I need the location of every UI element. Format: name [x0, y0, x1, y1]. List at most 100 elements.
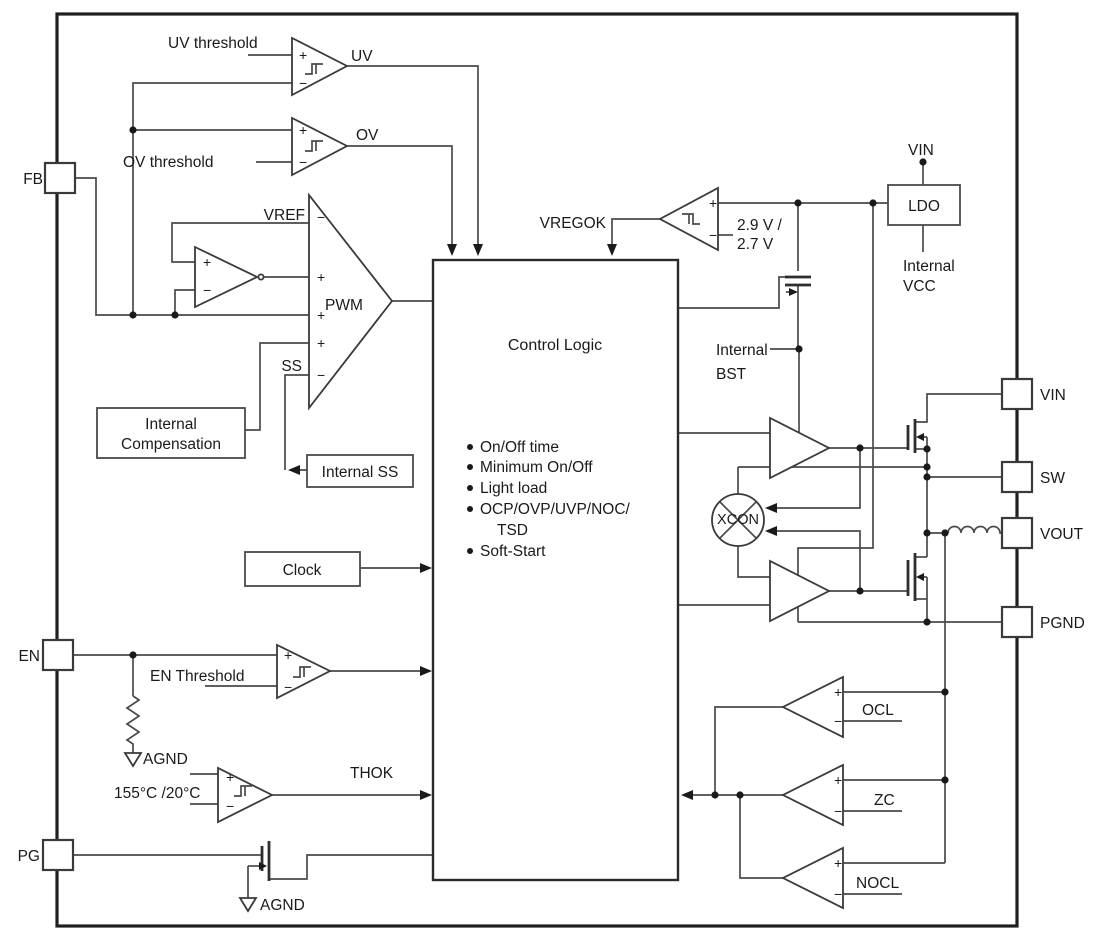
bst-switch-mosfet [785, 275, 811, 296]
feature-item: Light load [480, 480, 547, 497]
control-logic-title: Control Logic [508, 337, 602, 354]
minus-sign: − [709, 227, 717, 243]
internal-compensation-block: Internal Compensation [96, 407, 246, 459]
minus-sign: − [834, 803, 842, 819]
hysteresis-icon [305, 140, 323, 152]
internal-bst-line2: BST [716, 366, 747, 383]
clock-block: Clock [244, 551, 361, 587]
hysteresis-icon [293, 666, 311, 678]
vin-pin: VIN [1000, 377, 1066, 411]
internal-bst-line1: Internal [716, 342, 768, 359]
ov-comparator: + − [291, 116, 349, 177]
feature-item: Soft-Start [480, 543, 546, 560]
thok-label: THOK [350, 765, 394, 782]
vregok-label: VREGOK [540, 215, 607, 232]
pg-mosfet [259, 841, 271, 881]
thermal-threshold-label: 155°C /20°C [114, 785, 201, 802]
pwm-comparator: − + + + − PWM [308, 192, 394, 411]
ocl-label: OCL [862, 702, 894, 719]
hysteresis-icon [234, 785, 252, 797]
hysteresis-icon [682, 213, 700, 225]
sw-pin: SW [1000, 460, 1065, 494]
xcon-label: XCON [717, 512, 759, 528]
plus-sign: + [317, 307, 325, 323]
internal-vcc-line2: VCC [903, 278, 936, 295]
body-arrow-icon [916, 433, 924, 441]
minus-sign: − [226, 798, 234, 814]
agnd-symbol-pg [238, 897, 258, 913]
ocl-comparator: + − [780, 675, 844, 739]
ldo-block: LDO [887, 184, 961, 226]
vref-label: VREF [264, 207, 305, 224]
plus-sign: + [317, 335, 325, 351]
zc-label: ZC [874, 792, 895, 809]
plus-sign: + [834, 772, 842, 788]
vin-pin-label: VIN [1040, 387, 1066, 404]
feature-item: Minimum On/Off [480, 459, 593, 476]
ldo-label: LDO [908, 198, 940, 215]
vout-pin-label: VOUT [1040, 526, 1084, 543]
clock-label: Clock [283, 562, 322, 579]
vout-pin: VOUT [1000, 516, 1084, 550]
body-arrow-icon [789, 288, 798, 296]
agnd-label-pg: AGND [260, 897, 305, 914]
feature-item: OCP/OVP/UVP/NOC/ [480, 501, 631, 518]
plus-sign: + [203, 254, 211, 270]
plus-sign: + [299, 122, 307, 138]
internal-ss-block: Internal SS [306, 454, 414, 488]
internal-vcc-line1: Internal [903, 258, 955, 275]
minus-sign: − [203, 282, 211, 298]
low-side-mosfet [906, 553, 924, 601]
pgnd-pin-label: PGND [1040, 615, 1085, 632]
uv-comparator: + − [291, 36, 349, 97]
ss-label: SS [281, 358, 302, 375]
plus-sign: + [834, 684, 842, 700]
body-arrow-icon [259, 862, 267, 870]
uv-output-label: UV [351, 48, 373, 65]
internal-ss-label: Internal SS [322, 464, 399, 481]
thermal-comparator: + − [217, 766, 275, 824]
plus-sign: + [284, 647, 292, 663]
feature-item: TSD [497, 522, 528, 539]
fb-pin-label: FB [23, 171, 43, 188]
ov-threshold-label: OV threshold [123, 154, 213, 171]
vregok-comparator: + − [658, 186, 719, 252]
pgnd-pin: PGND [1000, 605, 1085, 639]
low-side-driver [769, 559, 831, 623]
nocl-label: NOCL [856, 875, 899, 892]
ov-output-label: OV [356, 127, 379, 144]
nocl-comparator: + − [780, 846, 844, 910]
plus-sign: + [709, 195, 717, 211]
internal-compensation-label-line2: Compensation [121, 436, 221, 453]
minus-sign: − [834, 886, 842, 902]
en-pulldown-resistor [125, 695, 141, 753]
plus-sign: + [299, 47, 307, 63]
high-side-mosfet [906, 419, 924, 453]
minus-sign: − [317, 209, 325, 225]
fb-pin: FB [23, 161, 77, 195]
pwm-label: PWM [325, 297, 363, 314]
en-pin-label: EN [18, 648, 40, 665]
minus-sign: − [317, 367, 325, 383]
plus-sign: + [317, 269, 325, 285]
en-pin: EN [18, 638, 75, 672]
minus-sign: − [834, 713, 842, 729]
agnd-label-en: AGND [143, 751, 188, 768]
plus-sign: + [834, 855, 842, 871]
signal-labels: UV threshold UV OV threshold OV VREF SS … [114, 35, 955, 914]
hysteresis-icon [305, 63, 323, 75]
junction-dots [129, 126, 949, 799]
feature-item: On/Off time [480, 439, 559, 456]
body-arrow-icon [916, 573, 924, 581]
minus-sign: − [299, 75, 307, 91]
high-side-driver [769, 416, 831, 480]
vregok-threshold-line1: 2.9 V / [737, 217, 782, 234]
control-logic-block: Control Logic On/Off time Minimum On/Off… [431, 258, 680, 882]
vin-top-label: VIN [908, 142, 934, 159]
plus-sign: + [226, 769, 234, 785]
en-comparator: + − [276, 643, 333, 700]
minus-sign: − [284, 679, 292, 695]
inductor [947, 525, 1002, 534]
wiring [73, 54, 1002, 898]
